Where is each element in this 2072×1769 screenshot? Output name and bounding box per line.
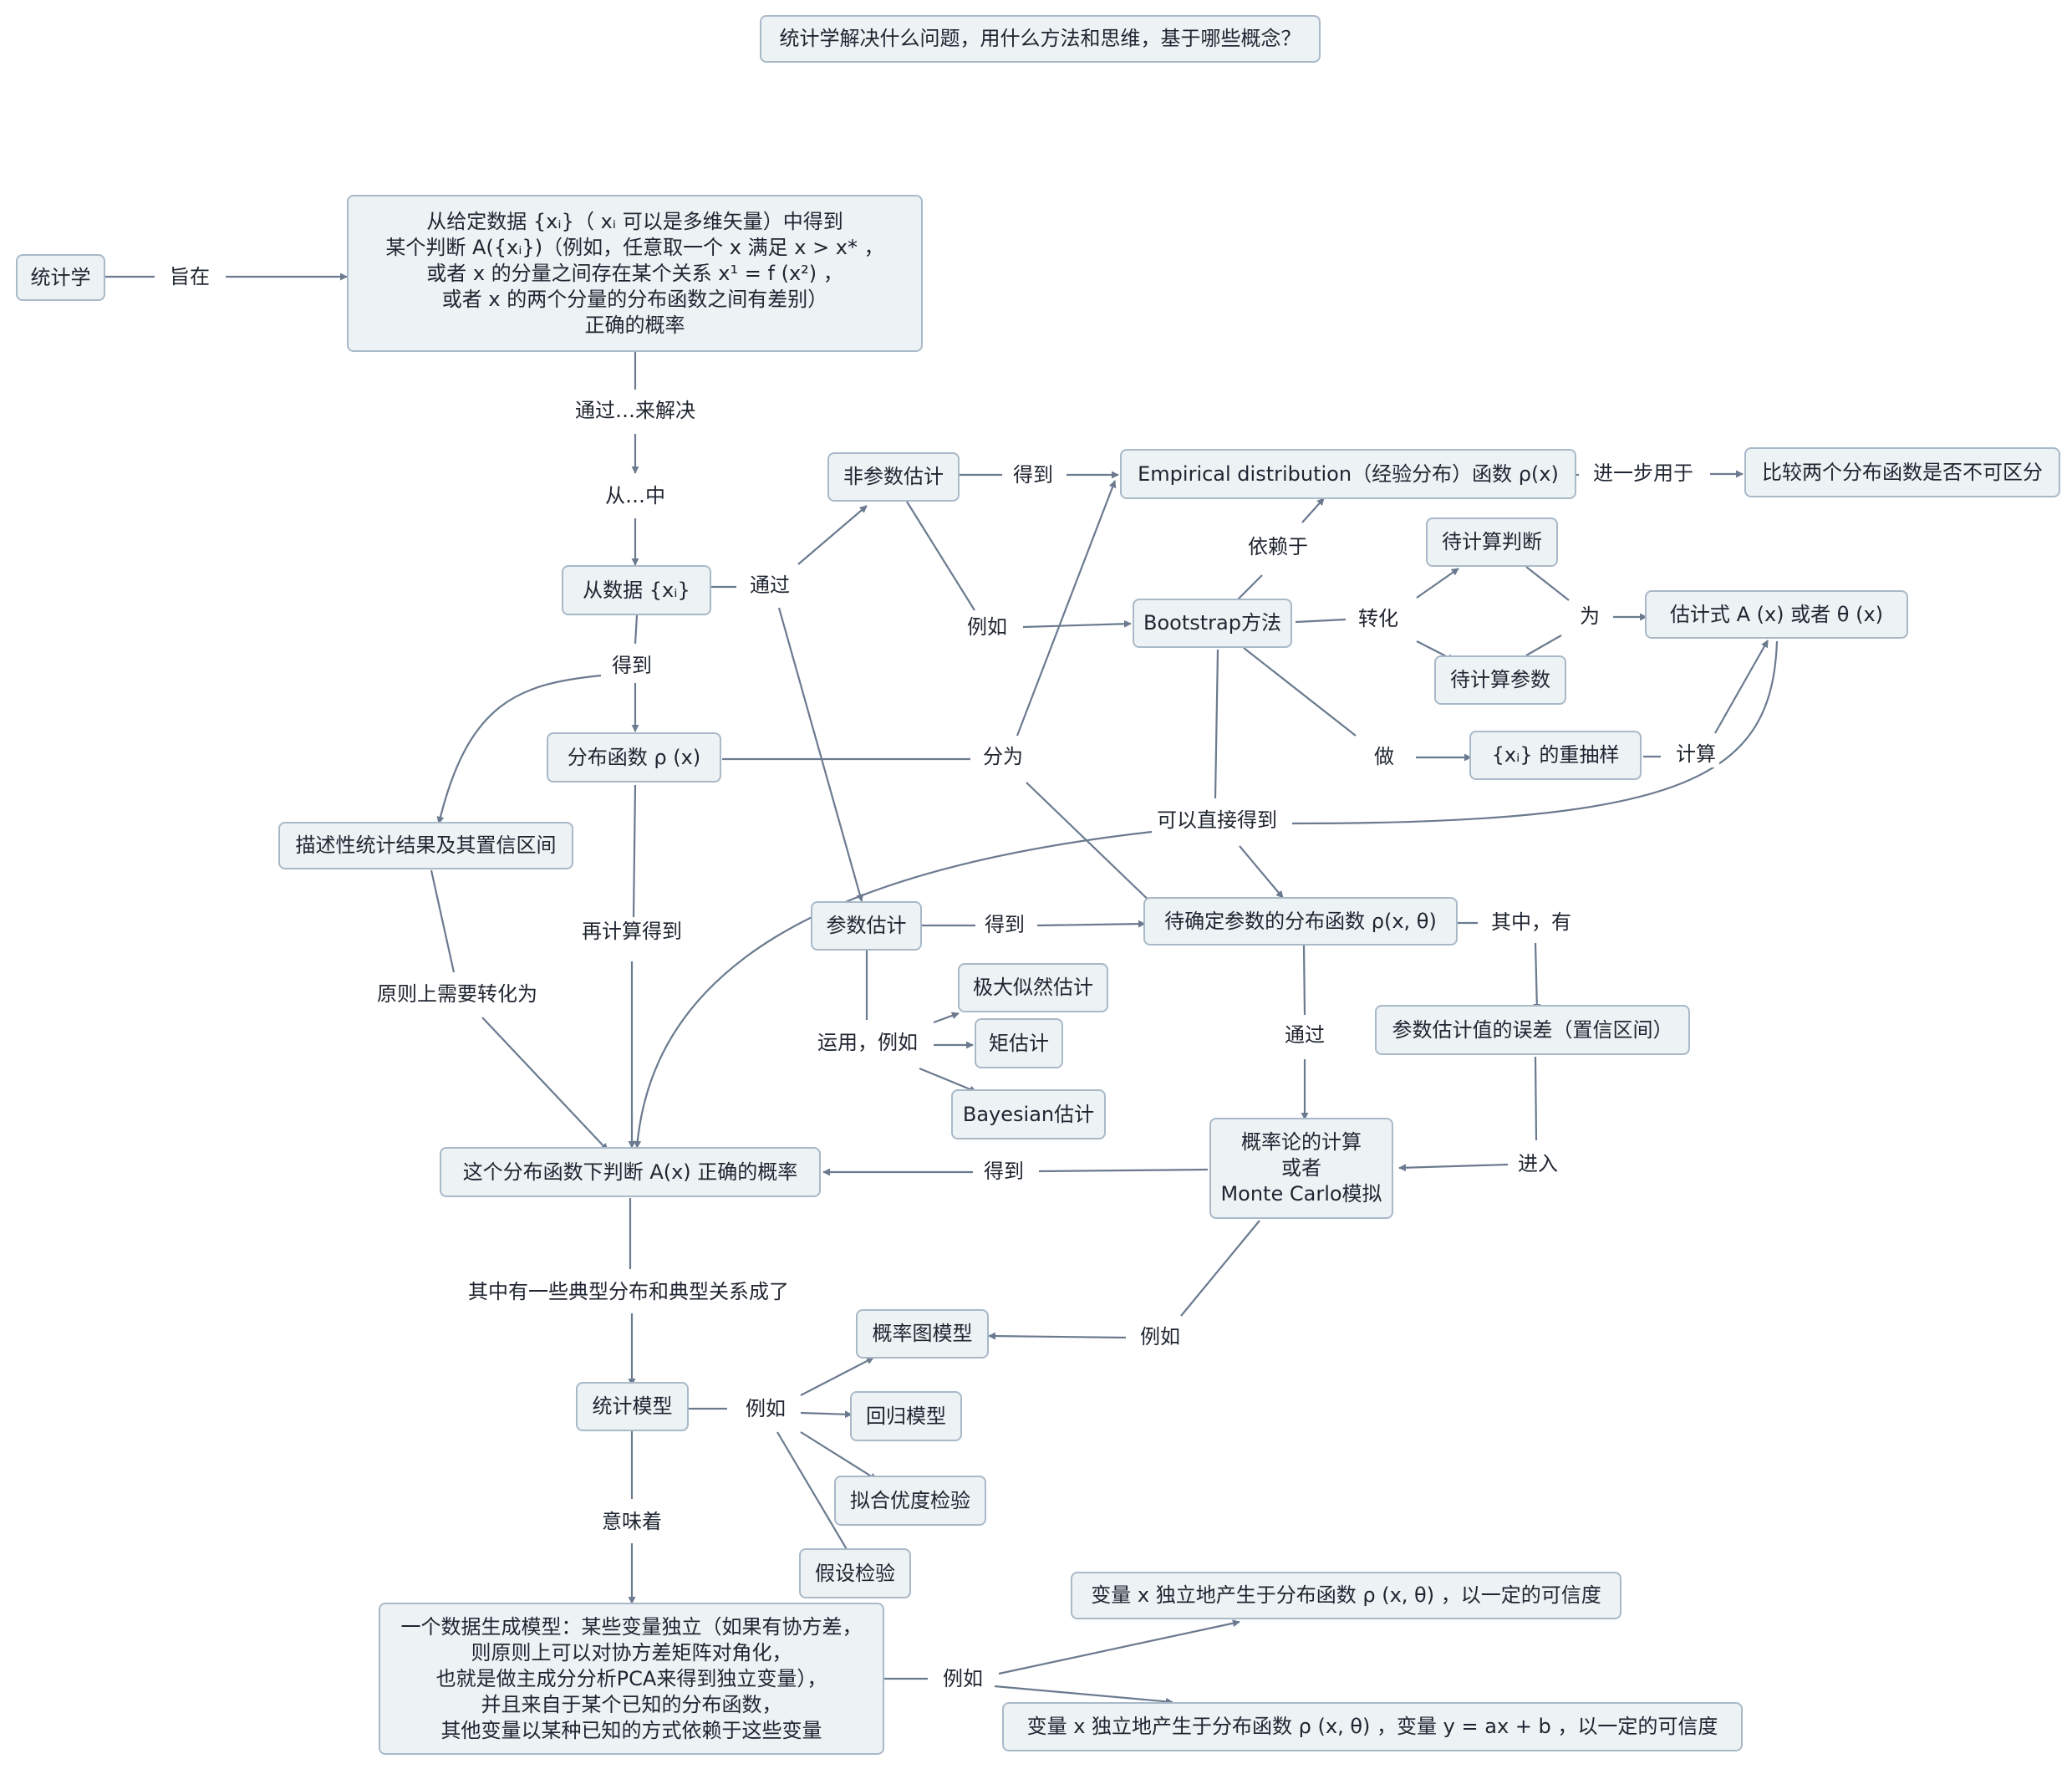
edge-desc-principle — [430, 869, 456, 973]
edge-get-paramdist — [1036, 920, 1146, 928]
edge-directly-paramdist — [1239, 845, 1284, 899]
node-judgment-probability: 这个分布函数下判断 A(x) 正确的概率 — [440, 1147, 821, 1197]
diagram-title: 统计学解决什么问题，用什么方法和思维，基于哪些概念？ — [760, 15, 1321, 63]
label-obtain-judge: 得到 — [980, 1158, 1027, 1185]
label-typical: 其中有一些典型分布和典型关系成了 — [465, 1278, 792, 1305]
node-parametric-distribution: 待确定参数的分布函数 ρ(x, θ) — [1143, 897, 1458, 946]
edge-dist-recompute — [632, 784, 637, 918]
edge-data-get — [634, 614, 639, 645]
edge-boot-depends — [1236, 574, 1263, 601]
node-goal: 从给定数据 {xᵢ}（ xᵢ 可以是多维矢量）中得到 某个判断 A({xᵢ})（… — [347, 195, 923, 352]
label-obtain-dist: 得到 — [608, 652, 655, 679]
label-among: 其中，有 — [1488, 909, 1575, 935]
node-maximum-likelihood: 极大似然估计 — [958, 963, 1108, 1012]
edge-eg-graphm — [800, 1357, 874, 1396]
edge-boot-do — [1243, 647, 1357, 737]
label-via-prob: 通过 — [1281, 1022, 1328, 1048]
edge-boot-transform — [1295, 618, 1347, 624]
edge-eg-example2 — [994, 1685, 1173, 1705]
label-example-gen: 例如 — [939, 1665, 986, 1692]
label-split: 分为 — [980, 743, 1026, 770]
label-via: 通过 — [746, 572, 793, 599]
edge-prob-eg — [1180, 1220, 1260, 1317]
label-compute: 计算 — [1672, 741, 1719, 767]
edge-estimator-directly — [1291, 640, 1779, 825]
node-bootstrap: Bootstrap方法 — [1133, 599, 1292, 648]
edge-transform-judge — [1416, 568, 1459, 599]
node-example-independent: 变量 x 独立地产生于分布函数 ρ (x, θ) ，以一定的可信度 — [1071, 1572, 1621, 1619]
edge-via-param — [777, 607, 864, 902]
edge-among-error — [1533, 942, 1541, 1012]
label-solve-by: 通过…来解决 — [572, 397, 699, 424]
node-regression-model: 回归模型 — [850, 1391, 962, 1441]
node-probability-calculation: 概率论的计算 或者 Monte Carlo模拟 — [1209, 1118, 1393, 1219]
node-statistical-model: 统计模型 — [576, 1382, 689, 1431]
node-graphical-model: 概率图模型 — [856, 1309, 989, 1359]
label-recompute: 再计算得到 — [578, 918, 685, 945]
label-obtain-empirical: 得到 — [1010, 461, 1056, 488]
node-bayesian-estimation: Bayesian估计 — [951, 1089, 1106, 1139]
label-example-bootstrap: 例如 — [964, 614, 1011, 640]
edge-error-enter — [1534, 1056, 1538, 1141]
edge-enter-prob — [1398, 1163, 1509, 1172]
label-directly: 可以直接得到 — [1153, 807, 1280, 834]
edge-prob-obtain — [1038, 1168, 1209, 1173]
node-moment-estimation: 矩估计 — [975, 1018, 1063, 1068]
label-depends-on: 依赖于 — [1245, 533, 1311, 560]
label-example-models: 例如 — [742, 1395, 789, 1422]
label-means: 意味着 — [598, 1508, 665, 1535]
node-parametric-estimation: 参数估计 — [811, 901, 922, 951]
label-use-example: 运用，例如 — [814, 1029, 921, 1056]
edge-eg-hypothesis — [776, 1431, 853, 1560]
edge-boot-directly — [1214, 649, 1219, 799]
edge-via-nonparam — [797, 505, 868, 565]
label-aim: 旨在 — [166, 263, 213, 290]
node-statistics: 统计学 — [16, 254, 105, 301]
node-descriptive-statistics: 描述性统计结果及其置信区间 — [278, 822, 573, 869]
node-pending-judgment: 待计算判断 — [1426, 517, 1558, 567]
label-further-use: 进一步用于 — [1590, 460, 1697, 487]
edge-nonparam-eg — [906, 501, 975, 611]
node-hypothesis-test: 假设检验 — [799, 1548, 911, 1598]
edge-eg-regression — [800, 1410, 853, 1419]
label-from-within: 从…中 — [602, 482, 669, 509]
node-estimator: 估计式 A (x) 或者 θ (x) — [1645, 590, 1908, 639]
node-pending-parameter: 待计算参数 — [1434, 655, 1566, 705]
edge-principle-judge — [481, 1017, 608, 1151]
label-as: 为 — [1576, 603, 1603, 630]
label-enter: 进入 — [1515, 1150, 1561, 1177]
node-parameter-error: 参数估计值的误差（置信区间） — [1375, 1005, 1690, 1055]
node-nonparametric-estimation: 非参数估计 — [827, 452, 960, 502]
node-data-generating-model: 一个数据生成模型：某些变量独立（如果有协方差， 则原则上可以对协方差矩阵对角化，… — [379, 1603, 884, 1755]
edge-get-descriptive — [436, 674, 602, 824]
label-do: 做 — [1371, 743, 1397, 770]
node-resample: {xᵢ} 的重抽样 — [1469, 731, 1642, 780]
node-empirical-distribution: Empirical distribution（经验分布）函数 ρ(x) — [1120, 449, 1576, 499]
edge-compute-estimator — [1714, 640, 1769, 734]
edge-eg-graph — [988, 1332, 1127, 1340]
node-goodness-of-fit: 拟合优度检验 — [834, 1476, 986, 1526]
edge-judge-as — [1525, 566, 1570, 601]
edge-split-paramdist — [1026, 782, 1158, 910]
label-transform: 转化 — [1355, 605, 1402, 632]
node-distribution-function: 分布函数 ρ (x) — [547, 732, 721, 783]
edge-depends-emp — [1301, 497, 1325, 523]
edge-use-mle — [933, 1012, 960, 1024]
edge-split-empirical — [1016, 480, 1117, 737]
node-from-data: 从数据 {xᵢ} — [562, 565, 711, 615]
label-example-graph: 例如 — [1137, 1323, 1184, 1350]
edge-eg-bootstrap — [1022, 619, 1132, 629]
edge-eg-example1 — [998, 1619, 1240, 1675]
edge-use-bayes — [919, 1067, 977, 1094]
edge-directly-judgeprob — [634, 830, 1153, 1149]
node-compare-distributions: 比较两个分布函数是否不可区分 — [1744, 447, 2060, 497]
node-example-linear: 变量 x 独立地产生于分布函数 ρ (x, θ) ，变量 y = ax + b … — [1002, 1702, 1743, 1751]
label-obtain-param-dist: 得到 — [981, 911, 1028, 938]
edge-eg-goodness — [800, 1431, 878, 1481]
label-principle: 原则上需要转化为 — [374, 981, 541, 1007]
edge-param-as — [1525, 635, 1562, 656]
edge-paramdist-via — [1302, 945, 1306, 1016]
